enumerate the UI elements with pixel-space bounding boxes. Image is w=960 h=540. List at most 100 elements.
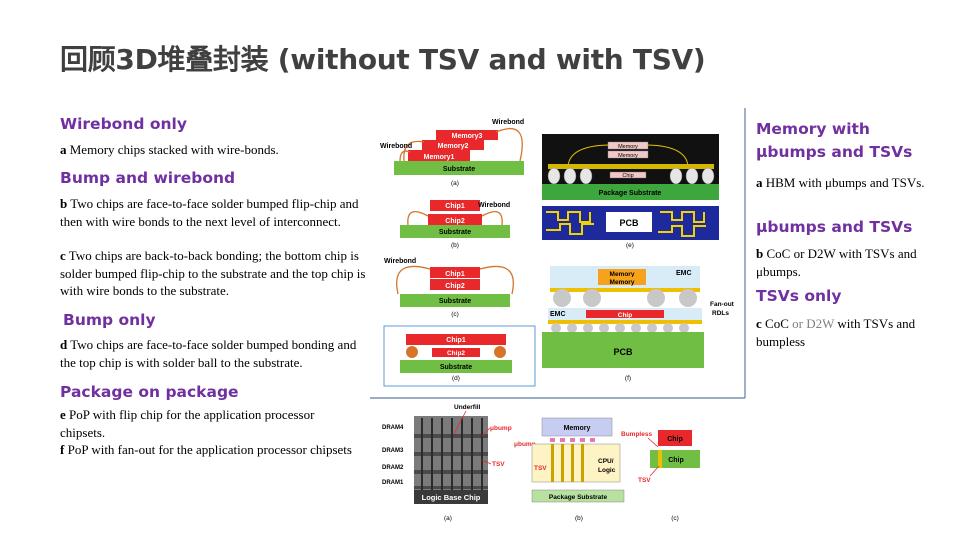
package-substrate-e <box>542 184 719 200</box>
arrow-underfill <box>453 410 467 435</box>
label-logic-b: Logic <box>598 467 616 474</box>
solder-balls-f-bottom <box>551 323 689 333</box>
letter-e: e <box>60 407 66 422</box>
ball-f-b7 <box>647 323 657 333</box>
label-chip1-b: Chip1 <box>445 203 465 210</box>
logic-chip-f <box>586 310 664 318</box>
text-right-c-or: or D2W <box>792 316 835 331</box>
memory-die-b <box>541 417 613 437</box>
ball-e-1 <box>547 167 561 185</box>
pcb-traces-e <box>546 211 706 237</box>
text-c: Two chips are back-to-back bonding; the … <box>60 248 366 298</box>
diagram-e-pop-flipchip: Memory Memory Chip Package Substrate PCB… <box>542 134 719 249</box>
heading-line-2: μbumps and TSVs <box>756 143 913 161</box>
chip2-die-b <box>428 214 482 225</box>
letter-f: f <box>60 442 65 457</box>
tsv-b-3 <box>571 444 574 482</box>
tsv-columns-a <box>421 418 483 490</box>
wire-e-2 <box>647 144 689 167</box>
label-tsv-a: TSV <box>492 461 505 468</box>
substrate-b <box>400 225 510 238</box>
label-cpu-b: CPU/ <box>598 458 614 465</box>
label-tsv-b: TSV <box>534 465 547 472</box>
top-substrate-f <box>550 288 700 292</box>
label-chip1-c: Chip1 <box>445 271 465 278</box>
desc-right-b-coc: b CoC or D2W with TSVs and μbumps. <box>756 245 931 280</box>
ball-f-b2 <box>567 323 577 333</box>
desc-e-pop-flipchip: e PoP with flip chip for the application… <box>60 406 360 441</box>
caption-f: (f) <box>625 375 631 382</box>
trace-e-4 <box>658 225 706 237</box>
diagram-hbm-stack: Logic Base Chip DRAM4 DRAM3 DRAM2 DRAM1 … <box>382 404 512 522</box>
solder-balls-e <box>547 167 715 185</box>
label-memory-top-e: Memory <box>618 144 638 150</box>
chip-top-c <box>658 430 692 446</box>
label-chip1-d: Chip1 <box>446 337 466 344</box>
label-memory-bottom-f: Memory <box>610 279 635 286</box>
label-pcb-f: PCB <box>613 347 633 357</box>
heading-package-on-package: Package on package <box>60 383 239 401</box>
wire-bond-b-right <box>481 210 503 226</box>
label-rdls-f: RDLs <box>712 310 729 317</box>
diagram-bumpless: Chip Chip Bumpless TSV (c) <box>621 430 700 522</box>
text-e: PoP with flip chip for the application p… <box>60 407 315 440</box>
ball-f-b4 <box>599 323 609 333</box>
ubump-b-5 <box>590 438 595 442</box>
ubumps-b <box>550 438 595 442</box>
memory-top-die-f <box>598 269 646 277</box>
letter-c: c <box>60 248 66 263</box>
wire-bond-c-left <box>396 265 431 295</box>
label-wirebond-b: Wirebond <box>478 202 510 209</box>
chip-bottom-c <box>650 450 700 468</box>
label-substrate-d: Substrate <box>440 364 472 371</box>
tsv-b-2 <box>561 444 564 482</box>
memory1-die <box>408 150 470 161</box>
label-underfill: Underfill <box>454 404 481 411</box>
label-logic-base-chip: Logic Base Chip <box>422 493 481 502</box>
memory2-die <box>422 140 484 150</box>
ball-e-5 <box>685 167 699 185</box>
desc-right-a-hbm: a HBM with μbumps and TSVs. <box>756 174 931 192</box>
ball-f-4 <box>679 289 697 307</box>
wire-bond-b-left <box>407 210 429 226</box>
letter-right-c: c <box>756 316 762 331</box>
arrow-bumpless <box>647 437 659 448</box>
heading-tsvs-only: TSVs only <box>756 287 842 305</box>
ball-f-2 <box>583 289 601 307</box>
trace-e-1 <box>546 211 591 223</box>
substrate-d <box>400 360 512 373</box>
ball-e-6 <box>701 167 715 185</box>
caption-tsv-a: (a) <box>444 515 452 522</box>
tsv-c <box>658 450 662 468</box>
tsv-b-4 <box>581 444 584 482</box>
label-package-substrate-b: Package Substrate <box>549 494 608 501</box>
chip2-die-d <box>432 348 480 357</box>
label-substrate-b: Substrate <box>439 229 471 236</box>
memory-bottom-die-f <box>598 277 646 285</box>
diagram-d-bump-only: Substrate Chip1 Chip2 (d) <box>383 325 536 387</box>
letter-b: b <box>60 196 68 211</box>
text-right-c-2: with TSVs and bumpless <box>756 316 916 349</box>
ball-f-b1 <box>551 323 561 333</box>
ubump-b-2 <box>560 438 565 442</box>
figure-packaging-without-tsv: Substrate Memory1 Memory2 Memory3 Wirebo… <box>370 108 746 399</box>
wire-e-1 <box>567 144 609 167</box>
label-pcb-e: PCB <box>619 218 639 228</box>
label-wirebond-a-left: Wirebond <box>380 143 412 150</box>
tsv-b-1 <box>551 444 554 482</box>
memory3-die <box>436 130 498 140</box>
arrow-tsv-a <box>481 459 492 465</box>
diagram-c-back-to-back: Substrate Chip2 Chip1 Wirebond (c) <box>384 258 514 318</box>
label-chip-bottom-c: Chip <box>668 457 684 464</box>
label-dram1: DRAM1 <box>382 480 404 486</box>
letter-right-a: a <box>756 175 763 190</box>
caption-d: (d) <box>452 375 460 382</box>
label-memory-bottom-e: Memory <box>618 153 638 159</box>
cpu-logic-die <box>531 443 621 483</box>
label-emc-left-f: EMC <box>550 311 566 318</box>
diagram-b-bump-wirebond: Substrate Chip2 Chip1 Wirebond (b) <box>400 200 510 249</box>
wire-bond-a-2 <box>403 140 425 162</box>
trace-e-2 <box>546 223 594 235</box>
package-substrate-b <box>531 489 625 503</box>
memory-bottom-die-e <box>607 150 649 159</box>
